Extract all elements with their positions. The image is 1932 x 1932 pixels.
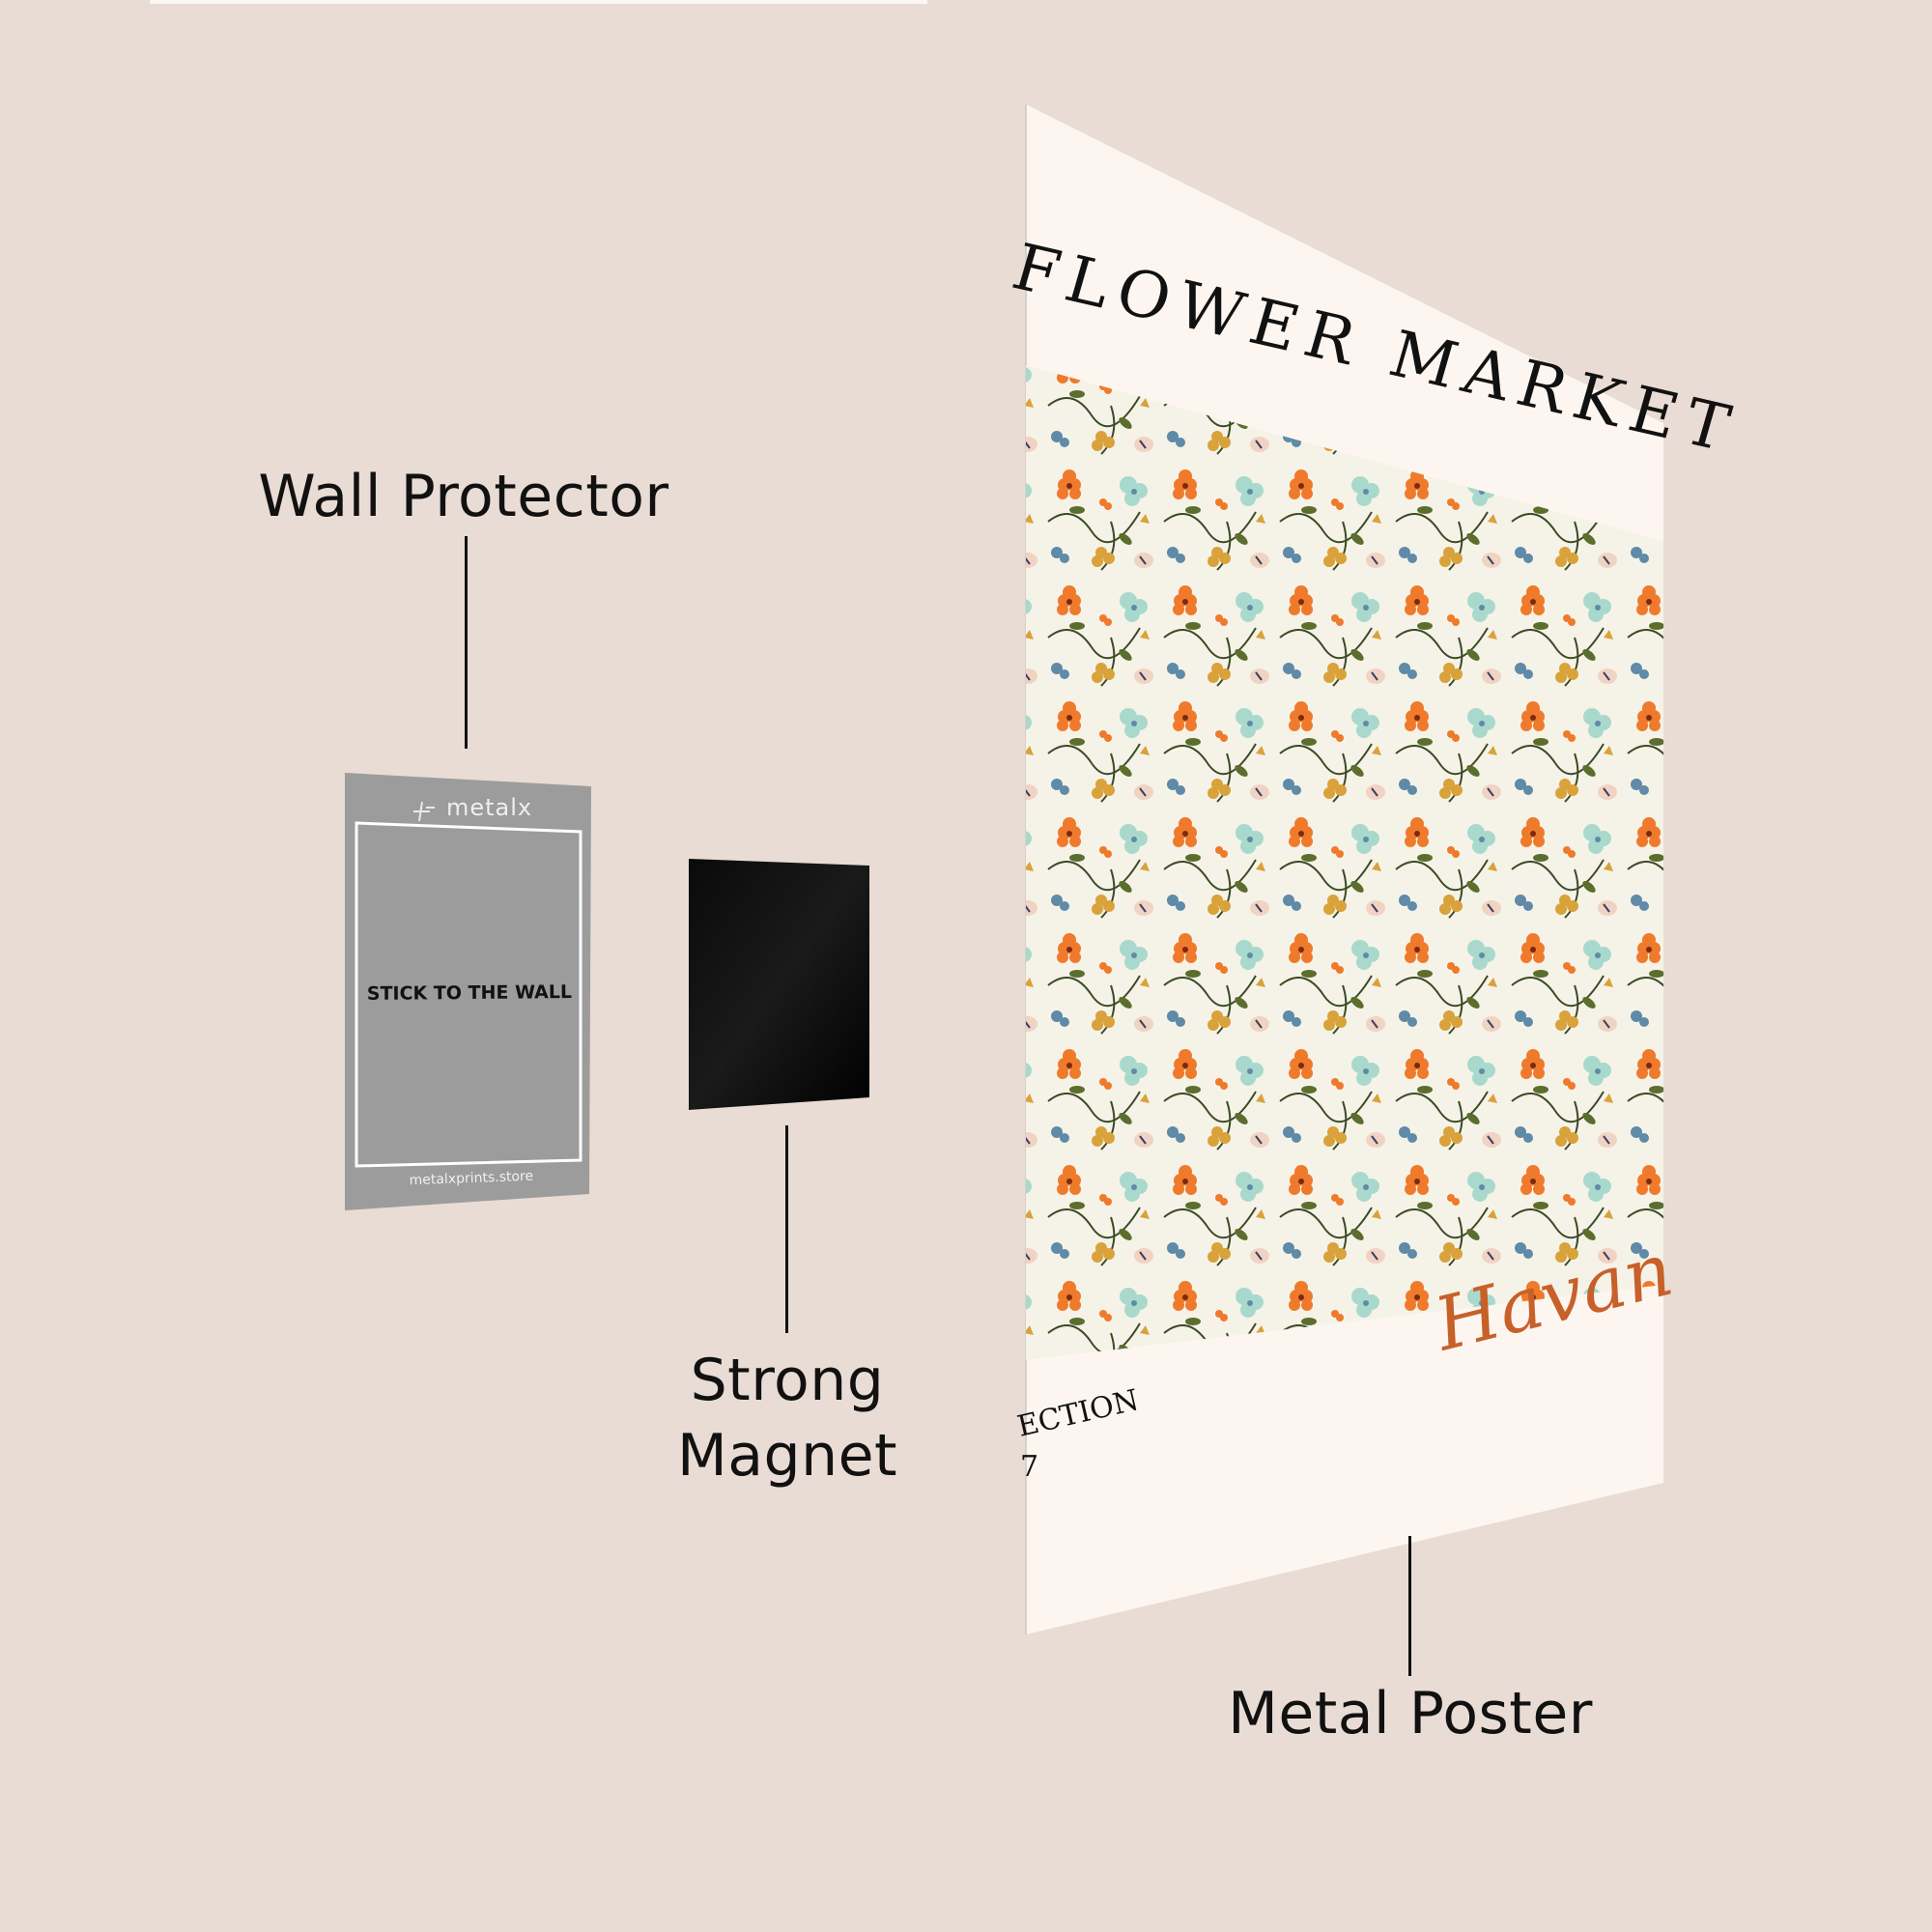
metal-poster-label: Metal Poster — [1228, 1680, 1593, 1747]
wall-protector-label: Wall Protector — [258, 463, 669, 530]
magnet-connector — [785, 1125, 788, 1333]
top-edge-strip — [150, 0, 927, 4]
poster-number: 7 — [1020, 1450, 1038, 1484]
magnet-label-line1: Strong — [690, 1347, 885, 1414]
wall-protector-connector — [465, 536, 468, 749]
magnet-label-line2: Magnet — [676, 1422, 898, 1490]
metal-poster-connector — [1408, 1536, 1411, 1676]
